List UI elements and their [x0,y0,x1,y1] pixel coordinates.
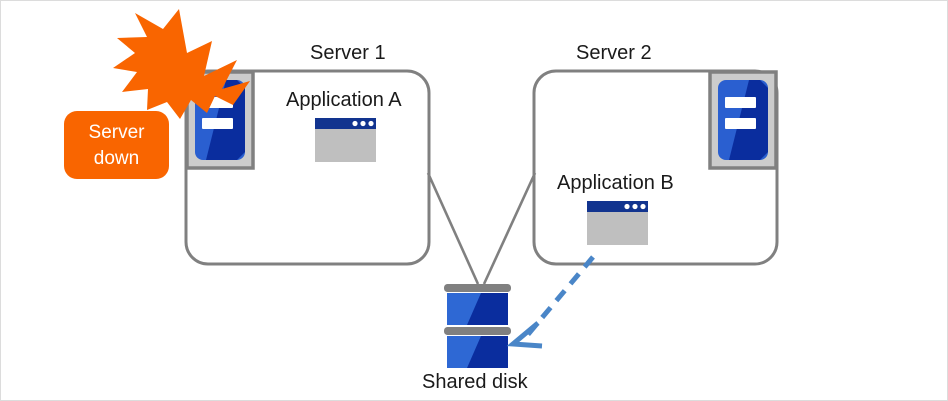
connector-server1-to-disk [426,172,480,285]
application-b-label: Application B [557,172,674,194]
shared-disk-label: Shared disk [422,371,528,393]
disk-unit-1-bar [444,284,511,292]
lightning-burst-icon [113,9,250,119]
server-down-label-line1: Server [88,122,145,143]
server-down-badge [64,111,169,179]
server-2-title: Server 2 [576,42,652,64]
disk-unit-1-body [447,293,508,325]
application-a-label: Application A [286,89,402,111]
disk-unit-2-bar [444,327,511,335]
application-a-window-icon [315,118,376,162]
application-b-window-icon [587,201,648,245]
disk-unit-2-body [447,336,508,368]
server-2-rack-icon [708,70,778,170]
server-1-title: Server 1 [310,42,386,64]
server-down-label-line2: down [93,148,140,169]
failover-access-arrow [506,255,595,349]
connector-server2-to-disk [482,172,537,285]
